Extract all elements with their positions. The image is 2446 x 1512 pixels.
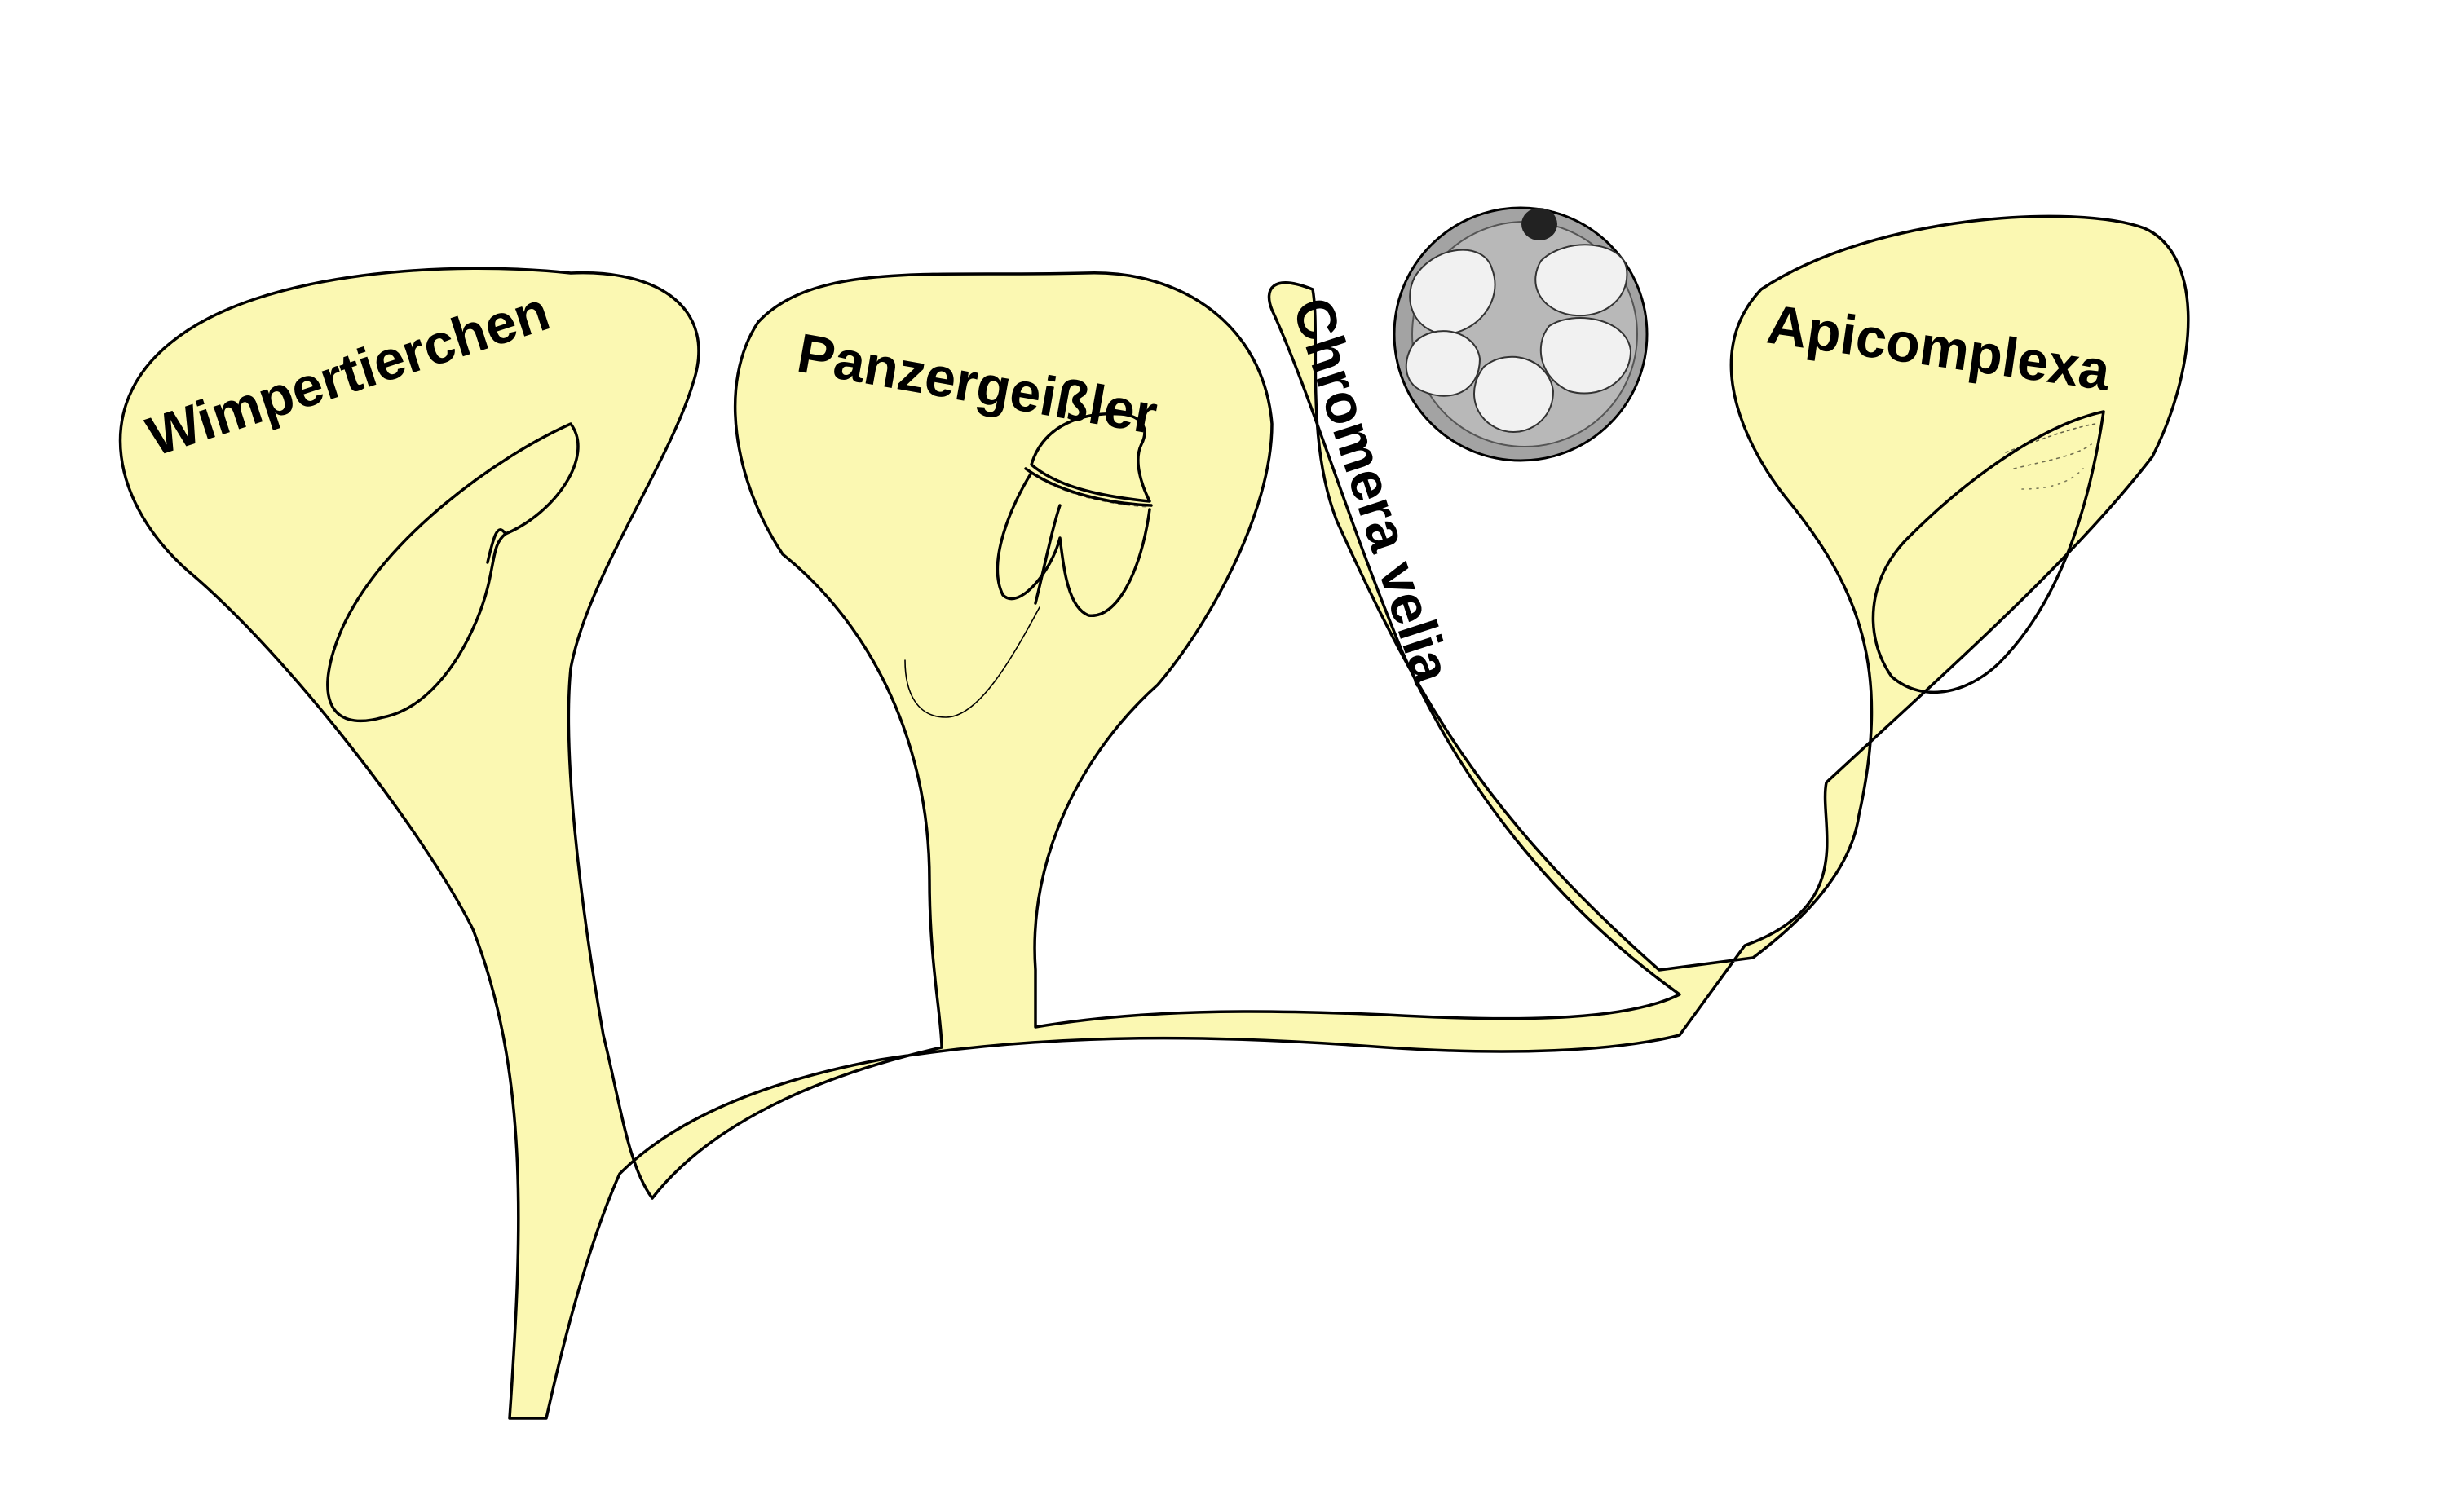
chromera-plastid-4	[1539, 317, 1632, 395]
apicomplexa-micronemes	[2013, 443, 2092, 469]
ciliate-oral-groove	[486, 528, 507, 564]
apicomplexa-illustration	[1871, 410, 2105, 694]
dinoflagellate-cingulum	[1024, 467, 1153, 507]
dinoflagellate-flagellum	[904, 606, 1040, 718]
dinoflagellate-sulcus	[1034, 504, 1062, 605]
apicomplexa-apical-complex	[2005, 423, 2096, 453]
dinoflagellate-girdle-hatching	[1027, 469, 1150, 508]
ciliate-body	[326, 422, 580, 723]
chromera-nucleus	[1521, 208, 1557, 240]
tree-trunk	[118, 214, 2190, 1420]
chromera-plastid-2	[1534, 244, 1628, 317]
ciliate-illustration	[326, 422, 580, 723]
chromera-cell-illustration	[1393, 206, 1649, 462]
apicomplexa-body	[1871, 410, 2105, 694]
chromera-plastid-5	[1473, 355, 1555, 433]
chromera-plastid-3	[1405, 330, 1481, 397]
apicomplexa-rhoptries	[2021, 468, 2084, 490]
dinoflagellate-hypocone	[996, 471, 1151, 617]
dinoflagellate-illustration	[904, 412, 1153, 718]
dinoflagellate-epicone	[1030, 412, 1151, 503]
chromera-plastid-1	[1409, 249, 1496, 336]
